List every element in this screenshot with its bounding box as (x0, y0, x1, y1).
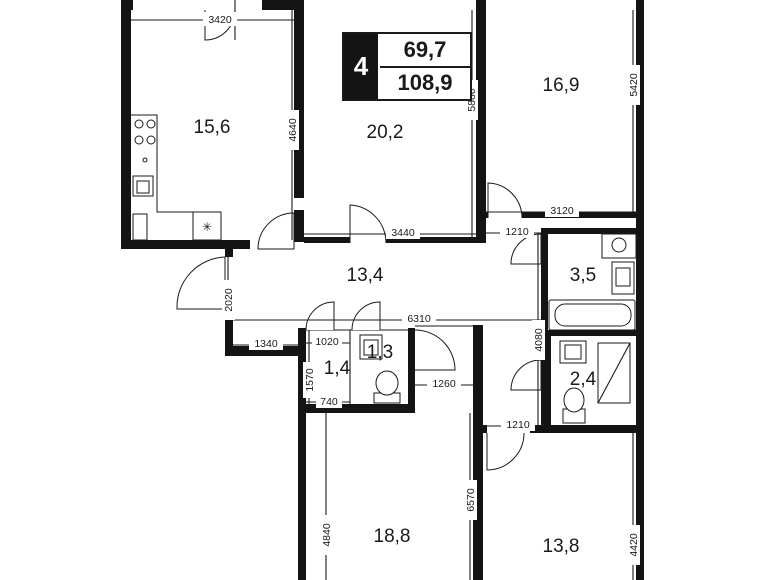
dim-1210-bottom: 1210 (506, 419, 530, 431)
fixtures: ✳ (131, 114, 637, 424)
dim-1020: 1020 (315, 336, 339, 348)
area-badge: 4 69,7 108,9 (342, 32, 472, 101)
dim-3440: 3440 (391, 227, 415, 239)
dim-4640: 4640 (287, 118, 299, 142)
kitchen-area: 15,6 (194, 117, 231, 138)
wc-area: 1,3 (367, 342, 393, 363)
top-right-room-area: 16,9 (543, 75, 580, 96)
total-area: 108,9 (397, 70, 453, 95)
dim-740: 740 (320, 396, 338, 408)
svg-text:✳: ✳ (202, 220, 212, 234)
dim-6570: 6570 (465, 488, 477, 512)
dim-1340: 1340 (254, 338, 278, 350)
dim-1260: 1260 (432, 378, 456, 390)
dim-2020: 2020 (223, 288, 235, 312)
dim-4840: 4840 (321, 523, 333, 547)
dim-1570: 1570 (304, 368, 316, 392)
dim-3420: 3420 (208, 14, 232, 26)
closet-area: 1,4 (324, 358, 351, 379)
dim-5420: 5420 (628, 73, 640, 97)
dim-4080: 4080 (533, 328, 545, 352)
living-area: 69,7 (380, 34, 470, 68)
bottom-right-room-area: 13,8 (543, 536, 580, 557)
dim-4420: 4420 (628, 533, 640, 557)
bottom-left-room-area: 18,8 (374, 526, 411, 547)
dim-6310: 6310 (407, 313, 431, 325)
hall-area: 13,4 (347, 265, 384, 286)
walls (121, 0, 644, 580)
center-room-area: 20,2 (367, 122, 404, 143)
dim-3120: 3120 (550, 205, 574, 217)
bath-top-area: 3,5 (570, 265, 596, 286)
bath-bottom-area: 2,4 (570, 369, 597, 390)
dim-1210-top: 1210 (505, 226, 529, 238)
room-count: 4 (344, 34, 378, 99)
thin-lines (303, 325, 636, 404)
